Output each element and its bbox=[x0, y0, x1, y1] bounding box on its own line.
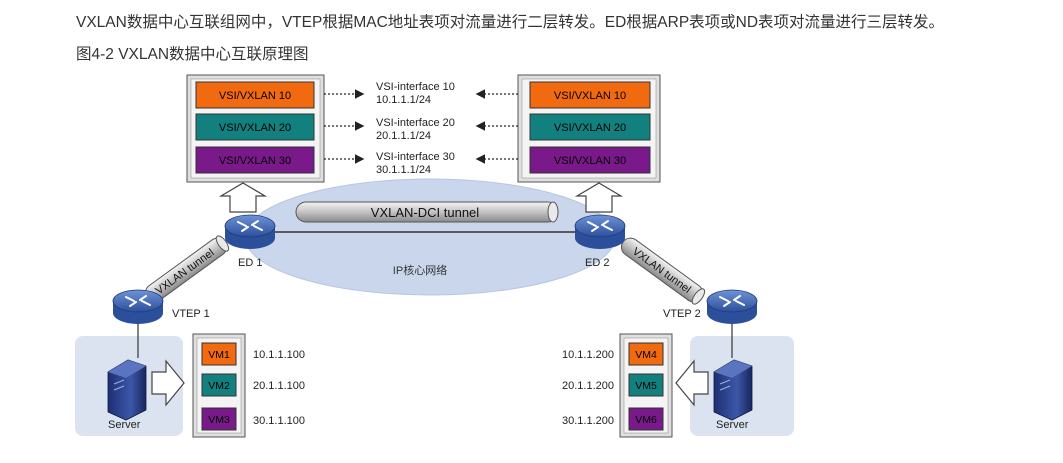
ed2-router-icon bbox=[574, 214, 626, 249]
interface-arrows bbox=[324, 89, 518, 164]
vm2-box bbox=[201, 373, 237, 397]
vsi-vxlan20-box bbox=[195, 113, 315, 141]
ed2-up-arrow bbox=[574, 182, 624, 213]
vm2-label: VM2 bbox=[208, 380, 230, 392]
ed2-label: ED 2 bbox=[585, 257, 609, 269]
right-server-arrow bbox=[675, 359, 709, 407]
vsi-interface20-name: VSI-interface 20 bbox=[376, 117, 455, 129]
vm4-ip: 10.1.1.200 bbox=[562, 349, 614, 361]
vm2-ip: 20.1.1.100 bbox=[253, 380, 305, 392]
right-server-icon bbox=[713, 359, 753, 421]
vtep2-label: VTEP 2 bbox=[663, 308, 701, 320]
vsi-vxlan10-box bbox=[529, 81, 651, 109]
vsi-vxlan10-label: VSI/VXLAN 10 bbox=[219, 90, 291, 102]
vm6-ip: 30.1.1.200 bbox=[562, 415, 614, 427]
vm4-box bbox=[628, 342, 664, 366]
vm3-box bbox=[201, 407, 237, 431]
ed2-vsi-stack: VSI/VXLAN 10 VSI/VXLAN 20 VSI/VXLAN 30 bbox=[517, 74, 661, 183]
vsi-vxlan20-box bbox=[529, 113, 651, 141]
vsi-vxlan10-box bbox=[195, 81, 315, 109]
ed1-label: ED 1 bbox=[238, 257, 262, 269]
left-server-label: Server bbox=[108, 419, 141, 431]
ed1-router-icon bbox=[224, 214, 276, 249]
left-server-icon bbox=[107, 359, 147, 421]
vm3-label: VM3 bbox=[208, 414, 230, 426]
vsi-vxlan30-label: VSI/VXLAN 30 bbox=[219, 155, 291, 167]
vm5-ip: 20.1.1.200 bbox=[562, 380, 614, 392]
vm3-ip: 30.1.1.100 bbox=[253, 415, 305, 427]
vtep1-label: VTEP 1 bbox=[172, 308, 210, 320]
right-tunnel-label: VXLAN tunnel bbox=[630, 246, 693, 296]
vm1-box bbox=[201, 342, 237, 366]
vsi-vxlan20-label: VSI/VXLAN 20 bbox=[554, 122, 626, 134]
right-vxlan-tunnel: VXLAN tunnel bbox=[620, 237, 706, 305]
vm6-label: VM6 bbox=[635, 414, 657, 426]
vsi-vxlan30-box bbox=[529, 146, 651, 174]
vm4-label: VM4 bbox=[635, 349, 657, 361]
vsi-interface30-name: VSI-interface 30 bbox=[376, 151, 455, 163]
right-server-label: Server bbox=[716, 419, 749, 431]
vm1-label: VM1 bbox=[208, 349, 230, 361]
vm5-label: VM5 bbox=[635, 380, 657, 392]
vsi-vxlan30-label: VSI/VXLAN 30 bbox=[554, 155, 626, 167]
ip-core-cloud bbox=[244, 178, 616, 296]
vsi-vxlan20-label: VSI/VXLAN 20 bbox=[219, 122, 291, 134]
vsi-vxlan30-box bbox=[195, 146, 315, 174]
vm6-box bbox=[628, 407, 664, 431]
intro-paragraph: VXLAN数据中心互联组网中，VTEP根据MAC地址表项对流量进行二层转发。ED… bbox=[76, 14, 945, 31]
core-network-label: IP核心网络 bbox=[393, 263, 447, 277]
vm1-ip: 10.1.1.100 bbox=[253, 349, 305, 361]
ed1-vsi-stack: VSI/VXLAN 10 VSI/VXLAN 20 VSI/VXLAN 30 bbox=[186, 74, 325, 183]
ed1-up-arrow bbox=[218, 182, 268, 213]
vtep2-switch-icon bbox=[706, 289, 758, 324]
left-vm-stack: VM1 VM2 VM3 bbox=[192, 333, 246, 438]
left-server-arrow bbox=[151, 359, 185, 407]
figure-caption: 图4-2 VXLAN数据中心互联原理图 bbox=[76, 46, 309, 63]
vsi-interface10-ip: 10.1.1.1/24 bbox=[376, 94, 431, 106]
vm5-box bbox=[628, 373, 664, 397]
vtep1-switch-icon bbox=[112, 289, 164, 324]
dci-tunnel-label: VXLAN-DCI tunnel bbox=[371, 205, 479, 220]
right-vm-stack: VM4 VM5 VM6 bbox=[619, 333, 673, 438]
vsi-vxlan10-label: VSI/VXLAN 10 bbox=[554, 90, 626, 102]
vsi-interface20-ip: 20.1.1.1/24 bbox=[376, 130, 431, 142]
vsi-interface10-name: VSI-interface 10 bbox=[376, 81, 455, 93]
vsi-interface30-ip: 30.1.1.1/24 bbox=[376, 164, 431, 176]
vxlan-dci-tunnel: VXLAN-DCI tunnel bbox=[295, 201, 559, 223]
left-tunnel-label: VXLAN tunnel bbox=[153, 247, 216, 297]
